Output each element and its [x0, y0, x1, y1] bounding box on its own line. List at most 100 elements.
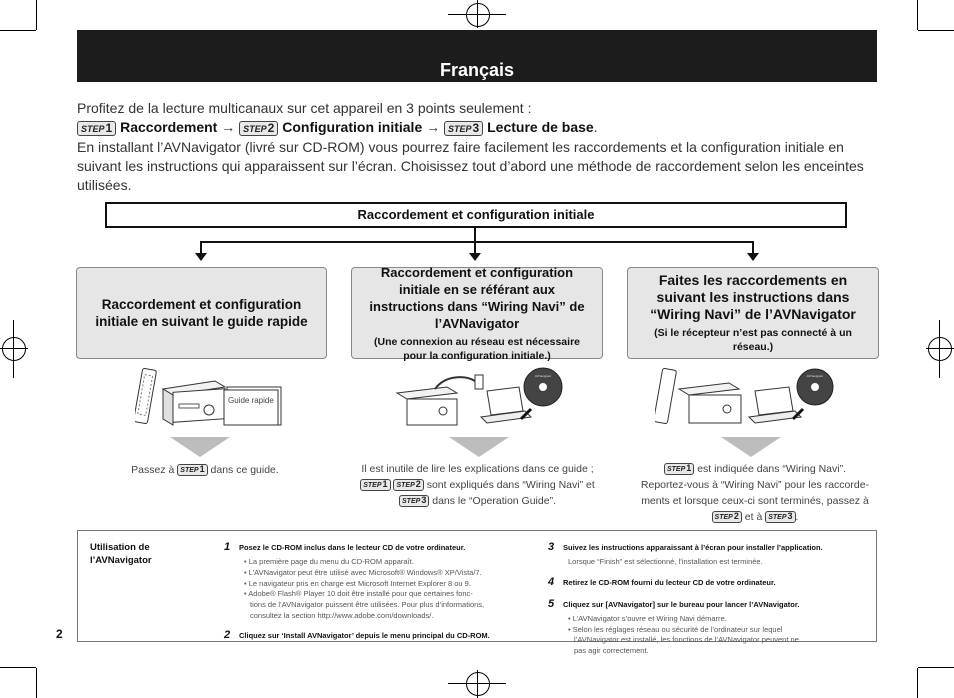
caption-text: sont expliqués dans “Wiring Navi” et — [426, 479, 595, 491]
registration-mark — [466, 3, 490, 27]
step-bullet: l’AVNavigator est installé, les fonction… — [574, 635, 799, 645]
crop-mark — [477, 670, 478, 698]
caption-text: . — [795, 511, 799, 523]
intro-text: Profitez de la lecture multicanaux sur c… — [77, 99, 867, 195]
step-3-badge: STEP3 — [444, 121, 484, 137]
caption-quick-guide: Passez à STEP1 dans ce guide. — [100, 462, 310, 478]
crop-mark — [918, 30, 954, 31]
caption-text: Reportez-vous à “Wiring Navi” pour les r… — [640, 479, 870, 491]
step-bullet: Selon les réglages réseau ou sécurité de… — [572, 624, 783, 634]
step-bullet: Adobe® Flash® Player 10 doit être instal… — [248, 589, 473, 599]
intro-paragraph: En installant l’AVNavigator (livré sur C… — [77, 138, 864, 194]
quick-guide-icon — [223, 386, 282, 426]
step-3-badge: STEP3 — [765, 511, 796, 524]
receiver-icon — [677, 382, 742, 424]
adobe-downloads-link[interactable]: consultez la section http://www.adobe.co… — [250, 610, 434, 620]
step-1-label: Raccordement — [120, 119, 218, 136]
caption-text: est indiquée dans “Wiring Navi”. — [697, 463, 847, 475]
wiring-navi-illustration: AVNavigator — [655, 368, 834, 424]
option-title: Raccordement et configuration initiale e… — [95, 297, 308, 329]
disc-label: AVNavigator — [807, 374, 824, 378]
crop-mark — [926, 348, 954, 349]
page-title: Français — [439, 60, 515, 80]
option-subtitle: (Une connexion au réseau est nécessaire … — [373, 335, 580, 362]
step-title: Retirez le CD-ROM fourni du lecteur CD d… — [563, 577, 776, 587]
avnavigator-info-box: Utilisation de l’AVNavigator 1 Posez le … — [77, 530, 877, 655]
connector-line — [200, 241, 202, 254]
crop-mark — [917, 0, 918, 30]
step-title: Posez le CD-ROM inclus dans le lecteur C… — [239, 543, 466, 552]
step-1-badge: STEP1 — [77, 121, 117, 137]
option-title: Raccordement et configuration initiale e… — [369, 264, 585, 331]
insert-arrow-icon — [519, 407, 533, 421]
remote-icon — [135, 368, 157, 424]
step-number: 4 — [548, 575, 555, 588]
crop-mark — [939, 320, 940, 378]
step-sequence: STEP1 Raccordement → STEP2 Configuration… — [77, 118, 867, 137]
arrow-down-icon — [747, 253, 759, 261]
arrow-down-icon — [469, 253, 481, 261]
step-title: Cliquez sur ‘Install AVNavigator’ depuis… — [239, 630, 490, 640]
connector-line — [474, 228, 476, 242]
down-triangle-icon — [449, 437, 509, 457]
registration-mark — [928, 337, 952, 361]
laptop-icon — [479, 386, 533, 424]
arrow-icon: → — [221, 119, 236, 136]
step-number: 1 — [224, 541, 231, 553]
connector-line — [200, 241, 754, 243]
step-bullet: La première page du menu du CD-ROM appar… — [248, 557, 414, 566]
caption-text: Il est inutile de lire les explications … — [361, 463, 594, 475]
crop-mark — [36, 0, 37, 30]
info-steps-right: 3 Suivez les instructions apparaissant à… — [548, 537, 868, 657]
option-wiring-navi-network: Raccordement et configuration initiale e… — [351, 264, 603, 362]
insert-arrow-icon — [791, 407, 805, 421]
caption-wiring-navi: STEP1 est indiquée dans “Wiring Navi”. R… — [627, 461, 883, 525]
crop-mark — [918, 667, 954, 668]
step-1-badge: STEP1 — [360, 479, 391, 492]
period: . — [593, 119, 598, 136]
down-triangle-icon — [170, 437, 230, 457]
connector-line — [752, 241, 754, 254]
language-header: Français — [77, 30, 877, 82]
remote-icon — [655, 368, 677, 424]
cable-icon — [434, 376, 476, 390]
step-2-badge: STEP2 — [393, 479, 424, 492]
step-2-badge: STEP2 — [239, 121, 279, 137]
crop-mark — [0, 667, 36, 668]
main-flow-box: Raccordement et configuration initiale — [105, 202, 847, 228]
intro-line: Profitez de la lecture multicanaux sur c… — [77, 100, 532, 116]
arrow-down-icon — [195, 253, 207, 261]
down-triangle-icon — [721, 437, 781, 457]
receiver-icon — [161, 380, 227, 426]
step-title: Suivez les instructions apparaissant à l… — [563, 543, 823, 552]
caption-text: dans le “Operation Guide”. — [432, 495, 556, 507]
crop-mark — [0, 348, 28, 349]
option-wiring-navi: Faites les raccordements en suivant les … — [627, 267, 879, 359]
registration-mark — [466, 672, 490, 696]
network-illustration: AVNavigator — [395, 367, 563, 426]
step-1-badge: STEP1 — [663, 463, 695, 476]
step-3-badge: STEP3 — [399, 495, 430, 508]
arrow-icon: → — [426, 119, 441, 136]
guide-label: Guide rapide — [228, 396, 274, 405]
info-label: Utilisation de l’AVNavigator — [90, 542, 152, 566]
crop-mark — [917, 668, 918, 698]
option-title: Faites les raccordements en suivant les … — [650, 272, 856, 322]
step-number: 5 — [548, 597, 555, 610]
step-2-badge: STEP2 — [711, 511, 742, 524]
caption-text: et à — [744, 511, 763, 523]
crop-mark — [477, 0, 478, 28]
step-3-label: Lecture de base — [487, 119, 594, 136]
plug-icon — [474, 374, 484, 390]
step-bullet: tions de l’AVNavigator puissent être uti… — [250, 600, 485, 610]
receiver-icon — [395, 386, 459, 426]
info-steps-left: 1 Posez le CD-ROM inclus dans le lecteur… — [224, 537, 544, 643]
registration-mark — [2, 337, 26, 361]
laptop-icon — [747, 386, 803, 424]
step-2-label: Configuration initiale — [282, 119, 423, 136]
crop-mark — [36, 668, 37, 698]
caption-wiring-navi-network: Il est inutile de lire les explications … — [340, 461, 615, 509]
cd-rom-icon — [523, 367, 563, 407]
page-number: 2 — [56, 627, 63, 641]
crop-mark — [0, 30, 36, 31]
